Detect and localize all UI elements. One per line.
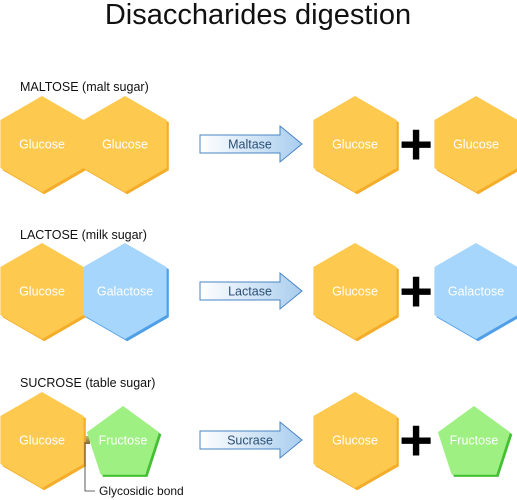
diagram-title: Disaccharides digestion (105, 0, 411, 31)
sugar-fructose-right: Fructose (86, 406, 162, 477)
sugar-label: Glucose (332, 285, 378, 299)
arrow-right-icon (199, 124, 303, 164)
sugar-label: Glucose (19, 285, 65, 299)
callout-label: Glycosidic bond (99, 484, 184, 498)
arrow-right-icon (199, 271, 303, 311)
pentagon-icon (86, 406, 160, 475)
hexagon-icon (0, 392, 84, 488)
sugar-galactose-right: Galactose (83, 243, 169, 342)
hexagon-icon (434, 243, 517, 339)
hexagon-icon (83, 243, 167, 339)
enzyme-label: Maltase (228, 138, 272, 152)
sugar-glucose-product_b: Glucose (434, 96, 517, 195)
row-lactose: LACTOSE (milk sugar) Glucose Galactose Lact… (0, 228, 517, 342)
pentagon-icon (437, 406, 511, 475)
sugar-label: Galactose (97, 285, 153, 299)
sugar-glucose-product_a: Glucose (313, 96, 399, 195)
sugar-label: Glucose (102, 138, 148, 152)
sugar-label: Glucose (19, 138, 65, 152)
sugar-label: Glucose (19, 434, 65, 448)
sugar-label: Fructose (99, 434, 148, 448)
row-sucrose: SUCROSE (table sugar) Glucose Fructose Sucr… (0, 376, 513, 498)
callout-line (84, 442, 95, 492)
sugar-galactose-product_b: Galactose (434, 243, 517, 342)
sugar-glucose-product_a: Glucose (313, 392, 399, 491)
enzyme-arrow: Maltase (199, 124, 303, 164)
sugar-glucose-left: Glucose (0, 243, 86, 342)
sugar-glucose-product_a: Glucose (313, 243, 399, 342)
hexagon-icon (313, 96, 397, 192)
enzyme-label: Lactase (228, 285, 272, 299)
hexagon-icon (83, 96, 167, 192)
hexagon-icon (313, 243, 397, 339)
sugar-label: Glucose (332, 138, 378, 152)
row-maltose: MALTOSE (malt sugar) Glucose Glucose Maltas… (0, 80, 517, 195)
plus-sign: + (399, 259, 433, 324)
sugar-label: Glucose (332, 434, 378, 448)
hexagon-icon (434, 96, 517, 192)
row-label: LACTOSE (milk sugar) (20, 228, 147, 242)
glycosidic-bond-callout: Glycosidic bond (84, 442, 184, 498)
sugar-glucose-right: Glucose (83, 96, 169, 195)
enzyme-label: Sucrase (227, 434, 273, 448)
plus-sign: + (399, 408, 433, 473)
hexagon-icon (313, 392, 397, 488)
enzyme-arrow: Sucrase (199, 420, 303, 460)
arrow-right-icon (199, 420, 303, 460)
hexagon-icon (0, 96, 84, 192)
hexagon-icon (0, 243, 84, 339)
row-label: MALTOSE (malt sugar) (20, 80, 149, 94)
sugar-glucose-left: Glucose (0, 96, 86, 195)
sugar-label: Galactose (448, 285, 504, 299)
sugar-fructose-product_b: Fructose (437, 406, 513, 477)
plus-sign: + (399, 112, 433, 177)
row-label: SUCROSE (table sugar) (20, 376, 155, 390)
sugar-label: Glucose (453, 138, 499, 152)
enzyme-arrow: Lactase (199, 271, 303, 311)
sugar-label: Fructose (450, 434, 499, 448)
sugar-glucose-left: Glucose (0, 392, 86, 491)
